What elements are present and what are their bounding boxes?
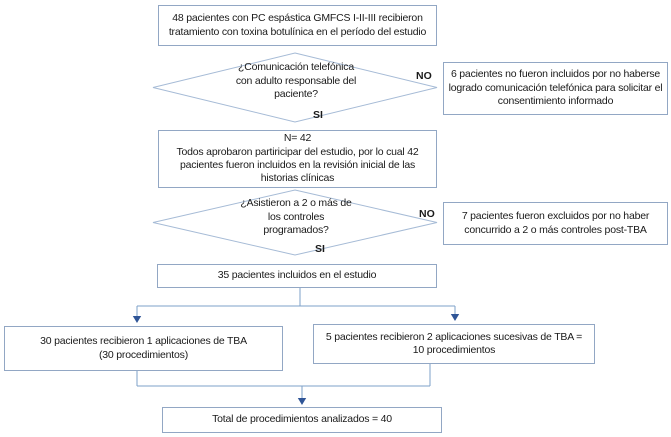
start-box: 48 pacientes con PC espástica GMFCS I-II… bbox=[158, 5, 437, 46]
decision1-no-label: NO bbox=[416, 70, 432, 82]
arrow-down-right-icon bbox=[450, 314, 460, 321]
included-n42-box: N= 42 Todos aprobaron partiricipar del e… bbox=[158, 130, 437, 188]
excluded2-box: 7 pacientes fueron excluidos por no habe… bbox=[443, 202, 668, 245]
decision2-diamond bbox=[152, 189, 438, 256]
included-final-box: 35 pacientes incluidos en el estudio bbox=[157, 264, 437, 288]
group2-box: 5 pacientes recibieron 2 aplicaciones su… bbox=[313, 324, 595, 364]
decision2-label: ¿Asistieron a 2 o más de los controles p… bbox=[240, 197, 352, 237]
decision1-label: ¿Comunicación telefónica con adulto resp… bbox=[235, 61, 357, 101]
arrow-down-left-icon bbox=[132, 316, 142, 323]
group1-box: 30 pacientes recibieron 1 aplicaciones d… bbox=[4, 326, 283, 371]
merge-connector-line bbox=[136, 364, 431, 398]
arrow-down-total-icon bbox=[297, 398, 307, 405]
decision2-si-label: SI bbox=[315, 243, 325, 255]
decision1-si-label: SI bbox=[313, 109, 323, 121]
decision2-no-label: NO bbox=[419, 208, 435, 220]
split-connector-line bbox=[136, 288, 456, 317]
excluded1-box: 6 pacientes no fueron incluidos por no h… bbox=[443, 62, 668, 115]
total-box: Total de procedimientos analizados = 40 bbox=[162, 407, 442, 433]
decision1-diamond bbox=[152, 52, 438, 123]
